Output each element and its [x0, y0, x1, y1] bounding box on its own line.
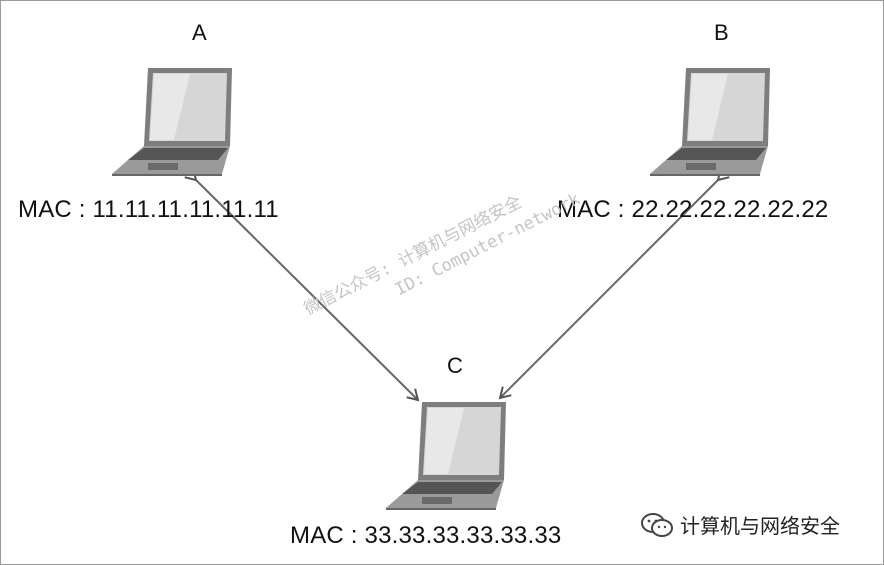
laptop-c-icon — [386, 402, 506, 510]
node-b-label: B — [714, 20, 729, 45]
node-a-mac: MAC : 11.11.11.11.11.11 — [18, 196, 279, 223]
laptop-a-icon — [112, 68, 232, 176]
brand-text: 计算机与网络安全 — [680, 514, 840, 538]
node-c-label: C — [447, 353, 463, 378]
link-a-c — [184, 168, 420, 402]
node-c-mac: MAC : 33.33.33.33.33.33 — [290, 522, 562, 549]
laptop-b-icon — [650, 68, 770, 176]
node-b-mac: MAC : 22.22.22.22.22.22 — [557, 196, 829, 223]
link-b-c — [498, 168, 730, 400]
node-a-label: A — [192, 20, 207, 45]
brand-badge: 计算机与网络安全 — [640, 510, 840, 539]
wechat-icon — [641, 512, 673, 537]
